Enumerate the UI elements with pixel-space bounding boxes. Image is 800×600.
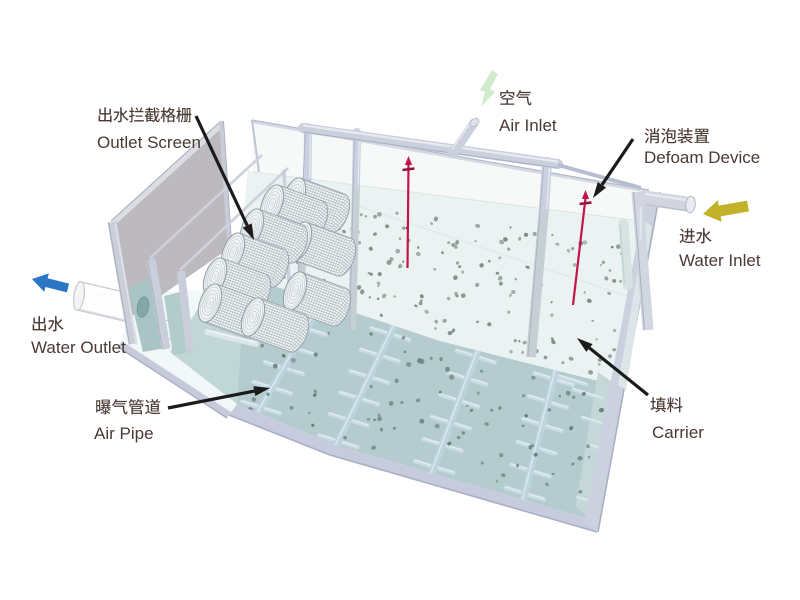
svg-text:Air Inlet: Air Inlet (499, 116, 557, 135)
svg-text:Air Pipe: Air Pipe (94, 424, 154, 443)
svg-text:Water Outlet: Water Outlet (31, 338, 126, 357)
svg-text:Water Inlet: Water Inlet (679, 251, 761, 270)
svg-text:Carrier: Carrier (652, 423, 704, 442)
svg-text:Outlet Screen: Outlet Screen (97, 133, 201, 152)
svg-text:Defoam Device: Defoam Device (644, 148, 760, 167)
